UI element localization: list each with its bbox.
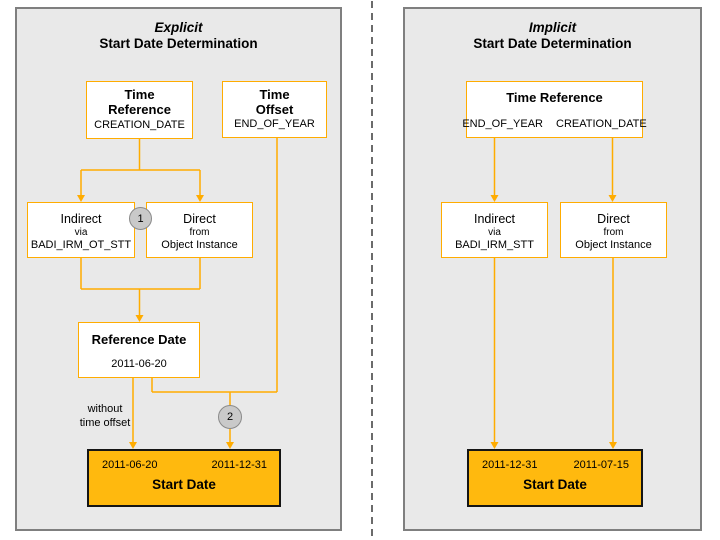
explicit-title-text: Start Date Determination — [99, 36, 258, 51]
box-subtitle: via — [488, 227, 501, 238]
start-date-right-value: 2011-07-15 — [573, 459, 629, 471]
direct-box-implicit: Direct from Object Instance — [560, 202, 667, 258]
box-title-line1: Time — [124, 87, 155, 102]
badi-name: BADI_IRM_STT — [455, 239, 534, 251]
time-reference-left-value: END_OF_YEAR — [462, 118, 544, 130]
box-title: Direct — [183, 212, 216, 226]
start-date-title: Start Date — [152, 477, 216, 492]
start-date-box-explicit: 2011-06-20 2011-12-31 Start Date — [87, 449, 281, 507]
indirect-box-implicit: Indirect via BADI_IRM_STT — [441, 202, 548, 258]
step-marker-2-number: 2 — [226, 411, 234, 423]
time-reference-values: END_OF_YEAR CREATION_DATE — [462, 118, 646, 131]
box-title: Direct — [597, 212, 630, 226]
start-date-box-implicit: 2011-12-31 2011-07-15 Start Date — [467, 449, 643, 507]
box-title: Time Reference — [506, 90, 603, 105]
time-reference-value: CREATION_DATE — [94, 119, 185, 131]
explicit-wires — [80, 138, 278, 442]
box-title-line2: Reference — [108, 102, 171, 117]
step-marker-2: 2 — [218, 405, 242, 429]
box-subtitle: from — [189, 227, 210, 238]
object-instance-label: Object Instance — [575, 239, 652, 251]
step-marker-1: 1 — [129, 207, 152, 230]
label-line2: time offset — [79, 417, 131, 429]
reference-date-value: 2011-06-20 — [111, 358, 167, 370]
box-subtitle: via — [74, 227, 88, 238]
box-subtitle: from — [603, 227, 624, 238]
start-date-left-value: 2011-12-31 — [482, 459, 538, 471]
step-marker-1-number: 1 — [137, 212, 144, 225]
direct-box-explicit: Direct from Object Instance — [146, 202, 253, 258]
start-date-values: 2011-06-20 2011-12-31 — [89, 451, 279, 471]
time-offset-box: Time Offset END_OF_YEAR — [222, 81, 327, 138]
explicit-title-word: Explicit — [154, 20, 203, 35]
time-reference-box-explicit: Time Reference CREATION_DATE — [86, 81, 193, 139]
box-title: Reference Date — [91, 332, 187, 347]
indirect-box-explicit: Indirect via BADI_IRM_OT_STT — [27, 202, 135, 258]
box-title-line2: Offset — [255, 102, 294, 117]
reference-date-box: Reference Date 2011-06-20 — [78, 322, 200, 378]
label-line1: without — [87, 403, 123, 415]
time-reference-box-implicit: Time Reference END_OF_YEAR CREATION_DATE — [462, 81, 647, 138]
box-title: Indirect — [474, 212, 515, 226]
without-time-offset-label: without time offset — [61, 402, 149, 430]
implicit-wires — [493, 137, 614, 442]
explicit-panel-title: Explicit Start Date Determination — [15, 20, 342, 52]
start-date-values: 2011-12-31 2011-07-15 — [469, 451, 641, 471]
implicit-arrowheads — [490, 195, 617, 449]
implicit-title-text: Start Date Determination — [473, 36, 632, 51]
time-offset-value: END_OF_YEAR — [234, 118, 315, 130]
implicit-panel-title: Implicit Start Date Determination — [403, 20, 702, 52]
start-date-title: Start Date — [523, 477, 587, 492]
implicit-title-word: Implicit — [528, 20, 577, 35]
box-title: Indirect — [60, 212, 102, 226]
box-title-line1: Time — [259, 87, 290, 102]
start-date-right-value: 2011-12-31 — [211, 459, 267, 471]
badi-name: BADI_IRM_OT_STT — [30, 239, 132, 251]
time-reference-right-value: CREATION_DATE — [556, 118, 647, 130]
explicit-arrowheads — [77, 195, 234, 449]
start-date-left-value: 2011-06-20 — [102, 459, 158, 471]
object-instance-label: Object Instance — [161, 239, 238, 251]
